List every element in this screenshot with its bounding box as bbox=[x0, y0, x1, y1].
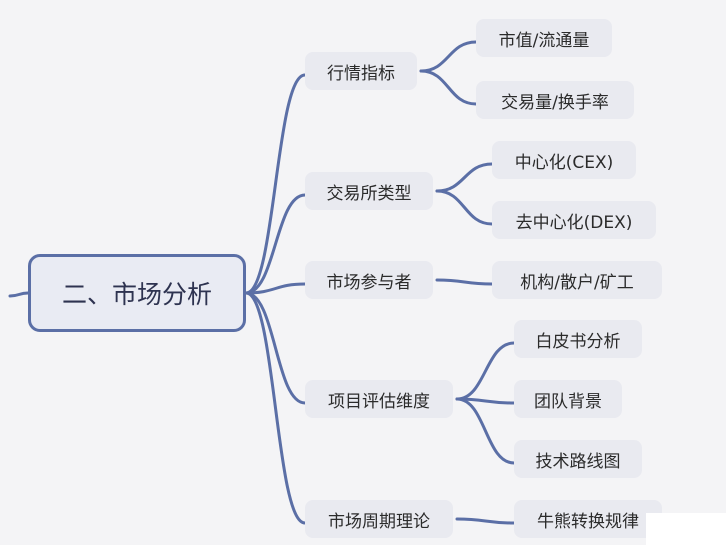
branch-node-market-indicators[interactable]: 行情指标 bbox=[305, 52, 417, 90]
branch-node-market-cycle-theory[interactable]: 市场周期理论 bbox=[305, 500, 453, 538]
connector-root-b3 bbox=[244, 291, 307, 405]
leaf-node-participants-list[interactable]: 机构/散户/矿工 bbox=[492, 261, 662, 299]
connector-root-b2 bbox=[244, 282, 307, 295]
incoming-connector bbox=[8, 291, 30, 298]
connector-root-b4 bbox=[244, 291, 307, 525]
connector-b2-c20 bbox=[435, 278, 494, 286]
connector-b4-c40 bbox=[455, 517, 516, 525]
connector-b0-c00 bbox=[419, 40, 478, 73]
branch-node-project-evaluation[interactable]: 项目评估维度 bbox=[305, 380, 453, 418]
connector-b1-c10 bbox=[435, 162, 494, 193]
connector-b3-c32 bbox=[455, 397, 516, 465]
connector-root-b1 bbox=[244, 193, 307, 295]
leaf-node-team-background[interactable]: 团队背景 bbox=[514, 380, 622, 418]
leaf-node-bull-bear-cycle[interactable]: 牛熊转换规律 bbox=[514, 500, 662, 538]
root-node[interactable]: 二、市场分析 bbox=[28, 254, 246, 332]
leaf-node-dex[interactable]: 去中心化(DEX) bbox=[492, 201, 656, 239]
connector-b1-c11 bbox=[435, 189, 494, 226]
connector-b3-c30 bbox=[455, 341, 516, 401]
branch-node-market-participants[interactable]: 市场参与者 bbox=[305, 261, 433, 299]
blank-corner bbox=[646, 513, 726, 545]
leaf-node-tech-roadmap[interactable]: 技术路线图 bbox=[514, 440, 642, 478]
leaf-node-trading-volume[interactable]: 交易量/换手率 bbox=[476, 81, 634, 119]
branch-node-exchange-types[interactable]: 交易所类型 bbox=[305, 172, 433, 210]
leaf-node-whitepaper[interactable]: 白皮书分析 bbox=[514, 320, 642, 358]
leaf-node-market-cap[interactable]: 市值/流通量 bbox=[476, 19, 612, 57]
connector-b0-c01 bbox=[419, 69, 478, 106]
leaf-node-cex[interactable]: 中心化(CEX) bbox=[492, 141, 636, 179]
connector-root-b0 bbox=[244, 73, 307, 295]
